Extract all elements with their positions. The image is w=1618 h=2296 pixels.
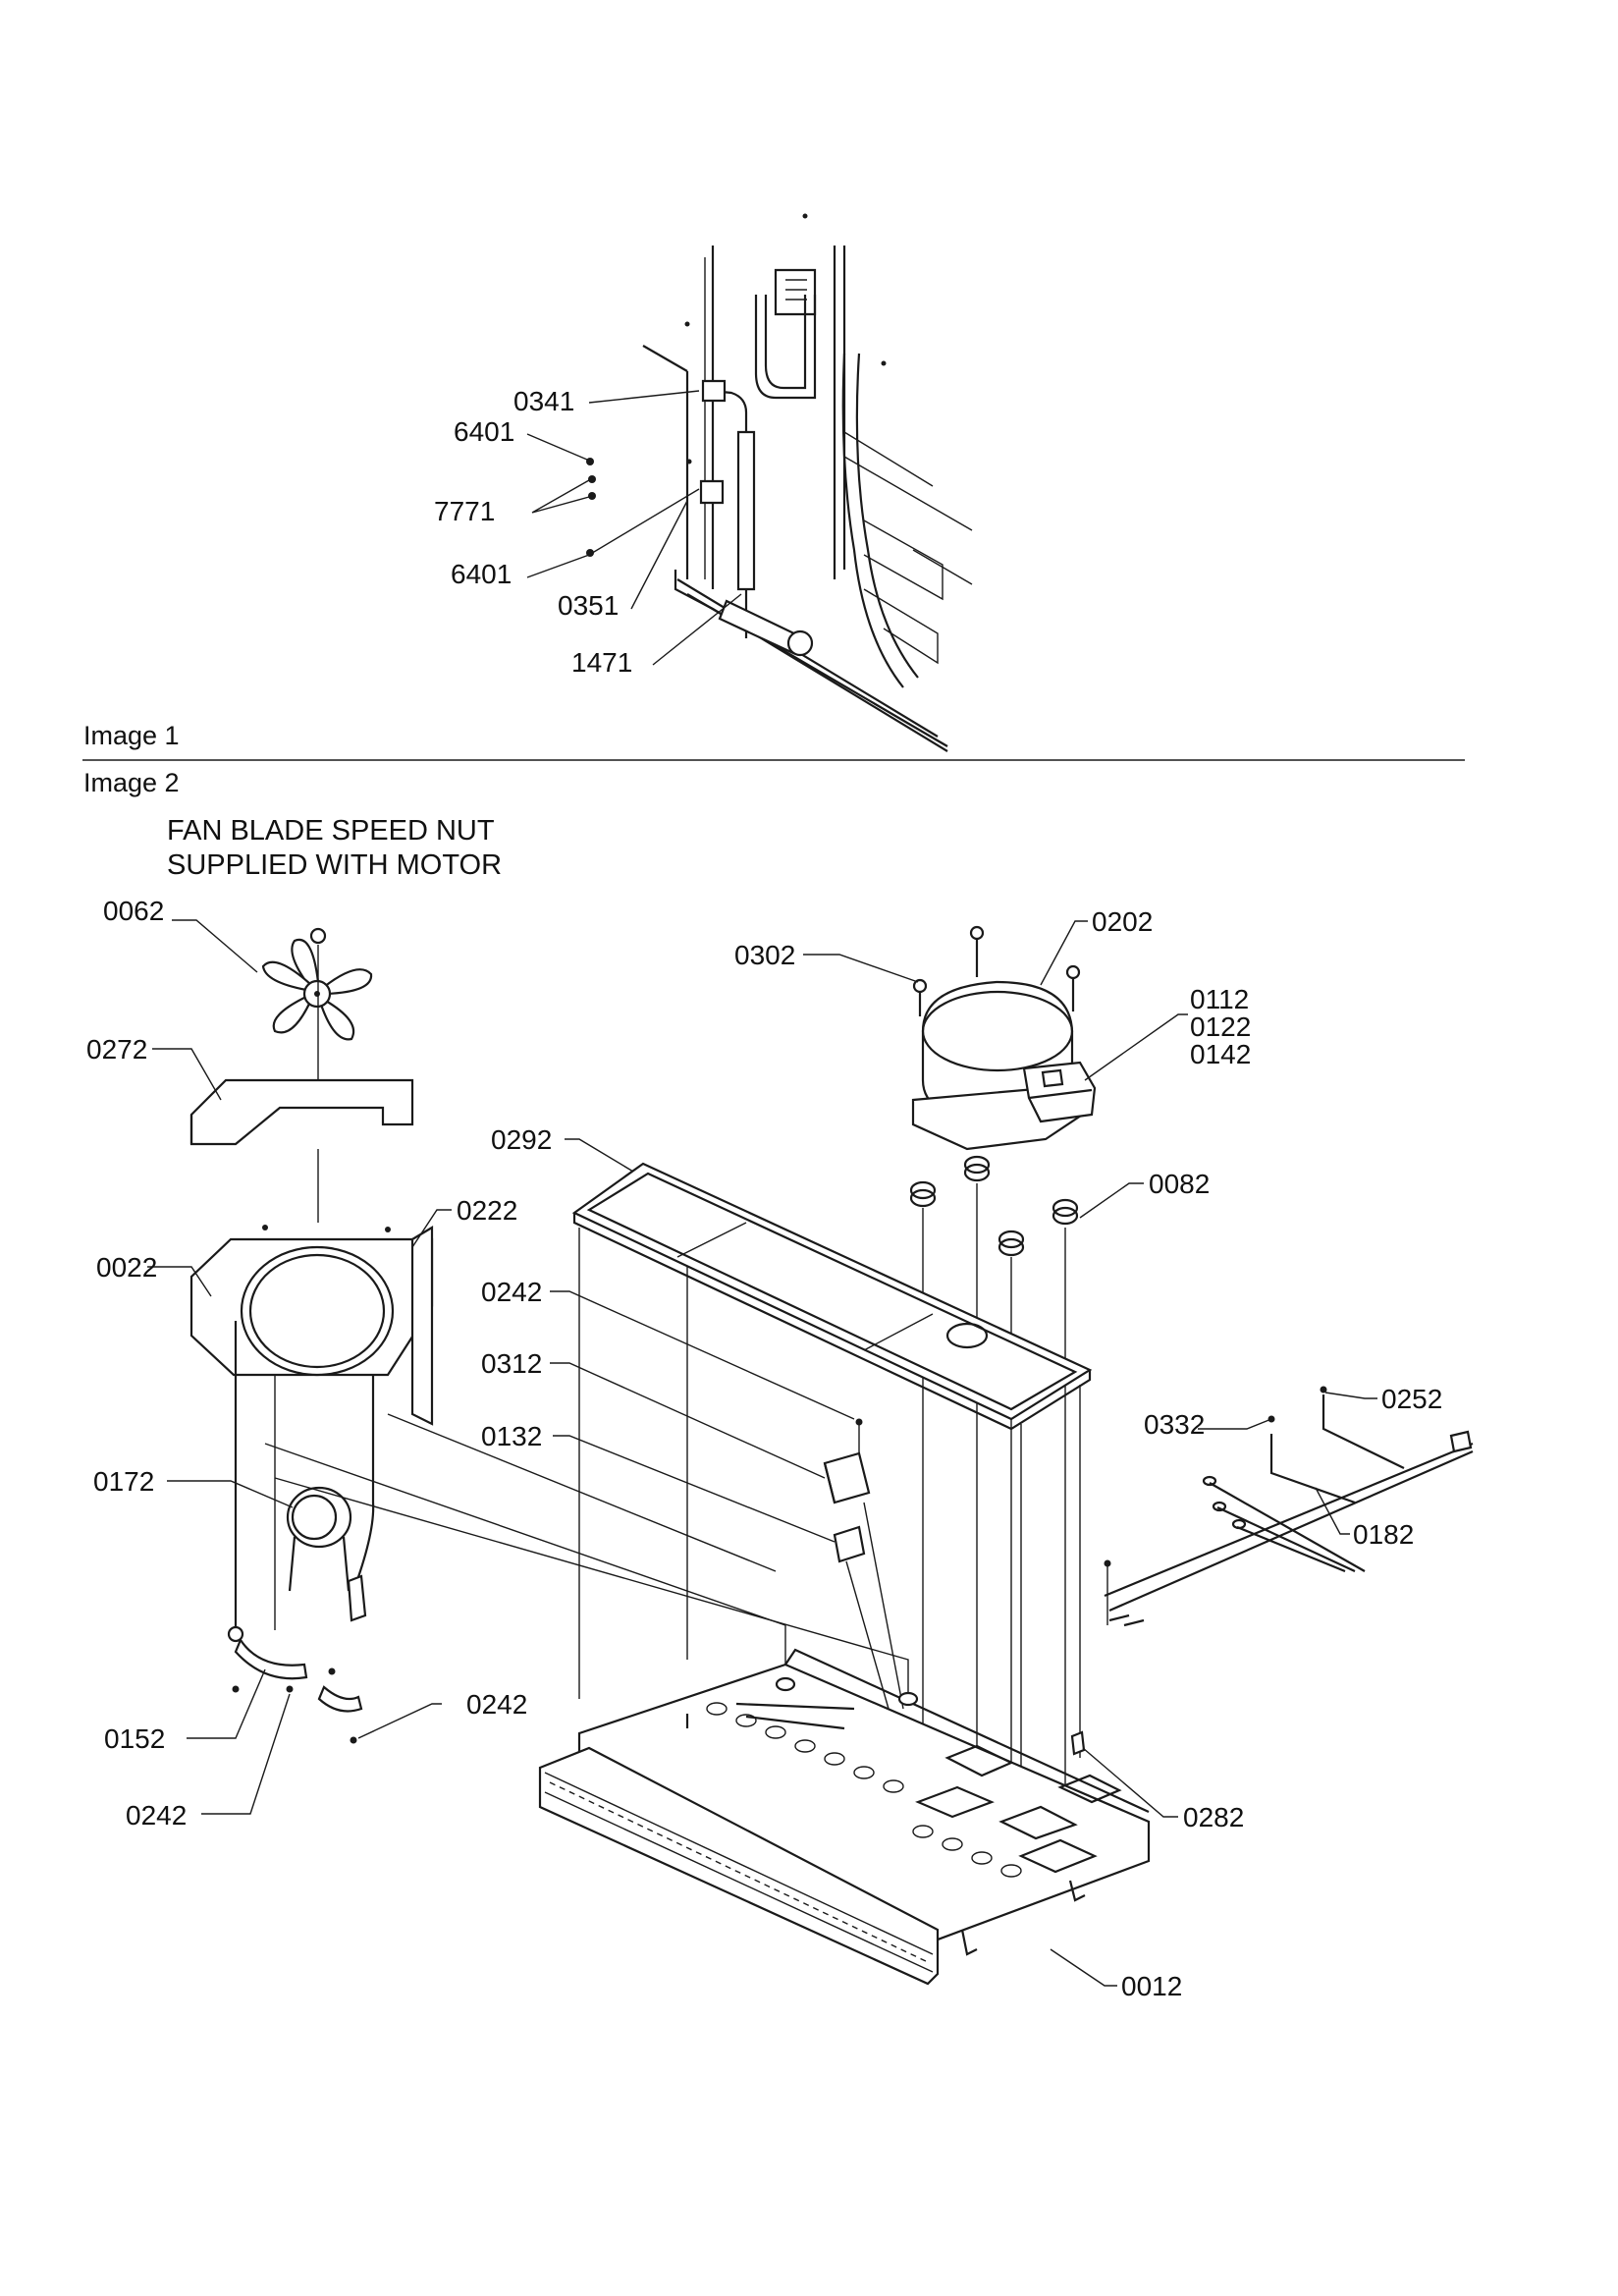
callout-0202: 0202: [1092, 906, 1153, 937]
callout-0351: 0351: [558, 590, 619, 621]
callout-1471: 1471: [571, 647, 632, 678]
fan-blade: [261, 938, 373, 1041]
condenser-coil-bends: [544, 1772, 934, 1973]
drain-pan-drawing: [571, 1162, 1093, 1836]
callout-0132: 0132: [481, 1421, 542, 1451]
callout-0172: 0172: [93, 1466, 154, 1497]
note-line-1: FAN BLADE SPEED NUT: [167, 815, 495, 847]
callout-0332: 0332: [1144, 1409, 1205, 1440]
grommets: [909, 1155, 1079, 1257]
callout-0282: 0282: [1183, 1802, 1244, 1832]
image2-callouts: 0062 0272 0022 0222 0172 0152 0242 0242 …: [86, 896, 1442, 2001]
callout-0292: 0292: [491, 1124, 552, 1155]
callout-0252: 0252: [1381, 1384, 1442, 1414]
small-parts-drawing: [823, 1418, 904, 1710]
callout-0062: 0062: [103, 896, 164, 926]
callout-0302: 0302: [734, 940, 795, 970]
wire-harness-drawing: [1104, 1386, 1474, 1627]
callout-0112: 0112: [1190, 984, 1249, 1014]
section-label-image-2: Image 2: [83, 768, 180, 797]
fan-motor: [286, 1486, 352, 1592]
callout-6401-bottom: 6401: [451, 559, 512, 589]
callout-0242-lower: 0242: [466, 1689, 527, 1720]
callout-0312: 0312: [481, 1348, 542, 1379]
compressor-drawing: [909, 925, 1097, 1797]
fan-bracket: [189, 1225, 434, 1426]
base-pan-drawing: [538, 1648, 1151, 1986]
image2-leaders: [147, 919, 1377, 1987]
callout-0242-mid: 0242: [481, 1277, 542, 1307]
coil-rings: [706, 1702, 1022, 1878]
fan-assembly-drawing: [189, 927, 909, 1744]
callout-0122: 0122: [1190, 1011, 1251, 1042]
callout-0341: 0341: [513, 386, 574, 416]
callout-6401-top: 6401: [454, 416, 514, 447]
callout-0152: 0152: [104, 1723, 165, 1754]
callout-0272: 0272: [86, 1034, 147, 1065]
callout-0022: 0022: [96, 1252, 157, 1283]
callout-0222: 0222: [457, 1195, 517, 1226]
fan-shroud: [189, 1078, 414, 1146]
callout-7771: 7771: [434, 496, 495, 526]
callout-0242-left: 0242: [126, 1800, 187, 1831]
note-line-2: SUPPLIED WITH MOTOR: [167, 849, 502, 881]
callout-0182: 0182: [1353, 1519, 1414, 1550]
image1-leaders: [526, 390, 742, 666]
callout-0012: 0012: [1121, 1971, 1182, 2001]
image1-callouts: 0341 6401 7771 6401 0351 1471: [434, 386, 632, 678]
callout-0082: 0082: [1149, 1169, 1210, 1199]
image1-drawing: [586, 213, 973, 752]
section-label-image-1: Image 1: [83, 721, 180, 750]
callout-0142: 0142: [1190, 1039, 1251, 1069]
